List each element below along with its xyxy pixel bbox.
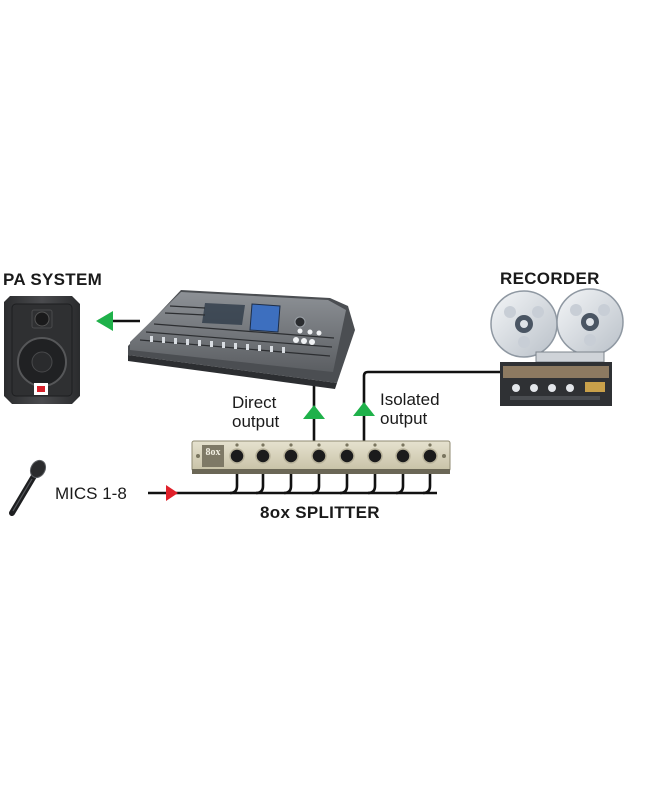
isolated-output-label: Isolated output <box>380 390 470 428</box>
microphone-icon <box>9 459 47 516</box>
isolated-output-line1: Isolated <box>380 390 440 409</box>
direct-output-label: Direct output <box>232 393 294 431</box>
cables <box>98 319 502 495</box>
isolated-output-cable <box>362 370 502 446</box>
mixing-console-icon <box>128 290 355 389</box>
mic-input-arrow <box>166 485 178 501</box>
splitter-label: 8ox SPLITTER <box>260 503 380 522</box>
direct-output-arrow <box>303 405 325 419</box>
direct-output-line1: Direct <box>232 393 277 412</box>
splitter-badge: 8ox <box>205 447 221 458</box>
isolated-output-arrow <box>353 402 375 416</box>
reel-to-reel-recorder-icon <box>490 288 624 406</box>
pa-feed-arrow <box>96 311 113 331</box>
isolated-output-line2: output <box>380 409 428 428</box>
input-drops <box>229 462 432 495</box>
mics-label: MICS 1-8 <box>55 484 127 503</box>
recorder-label: RECORDER <box>500 269 600 288</box>
splitter-rack-icon <box>191 440 451 474</box>
speaker-icon <box>4 296 80 404</box>
direct-output-line2: output <box>232 412 280 431</box>
pa-system-label: PA SYSTEM <box>3 270 103 289</box>
